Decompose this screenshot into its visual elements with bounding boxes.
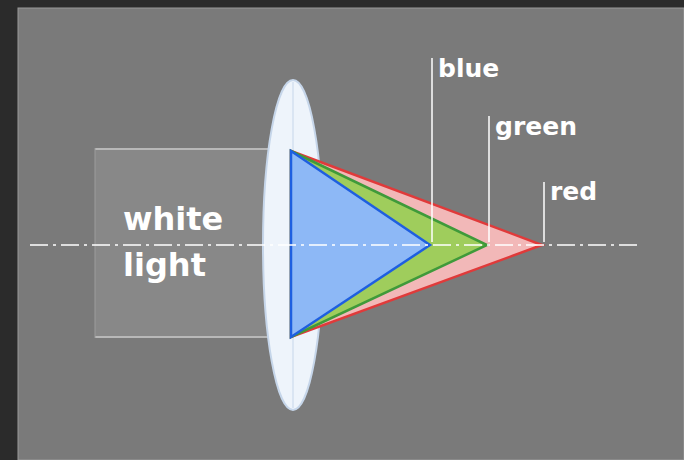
beam-label: white light — [123, 196, 253, 288]
focus-label: green — [495, 112, 577, 142]
focus-label: red — [550, 177, 597, 207]
light-beam: white light — [95, 148, 285, 338]
focus-label: blue — [438, 54, 499, 84]
